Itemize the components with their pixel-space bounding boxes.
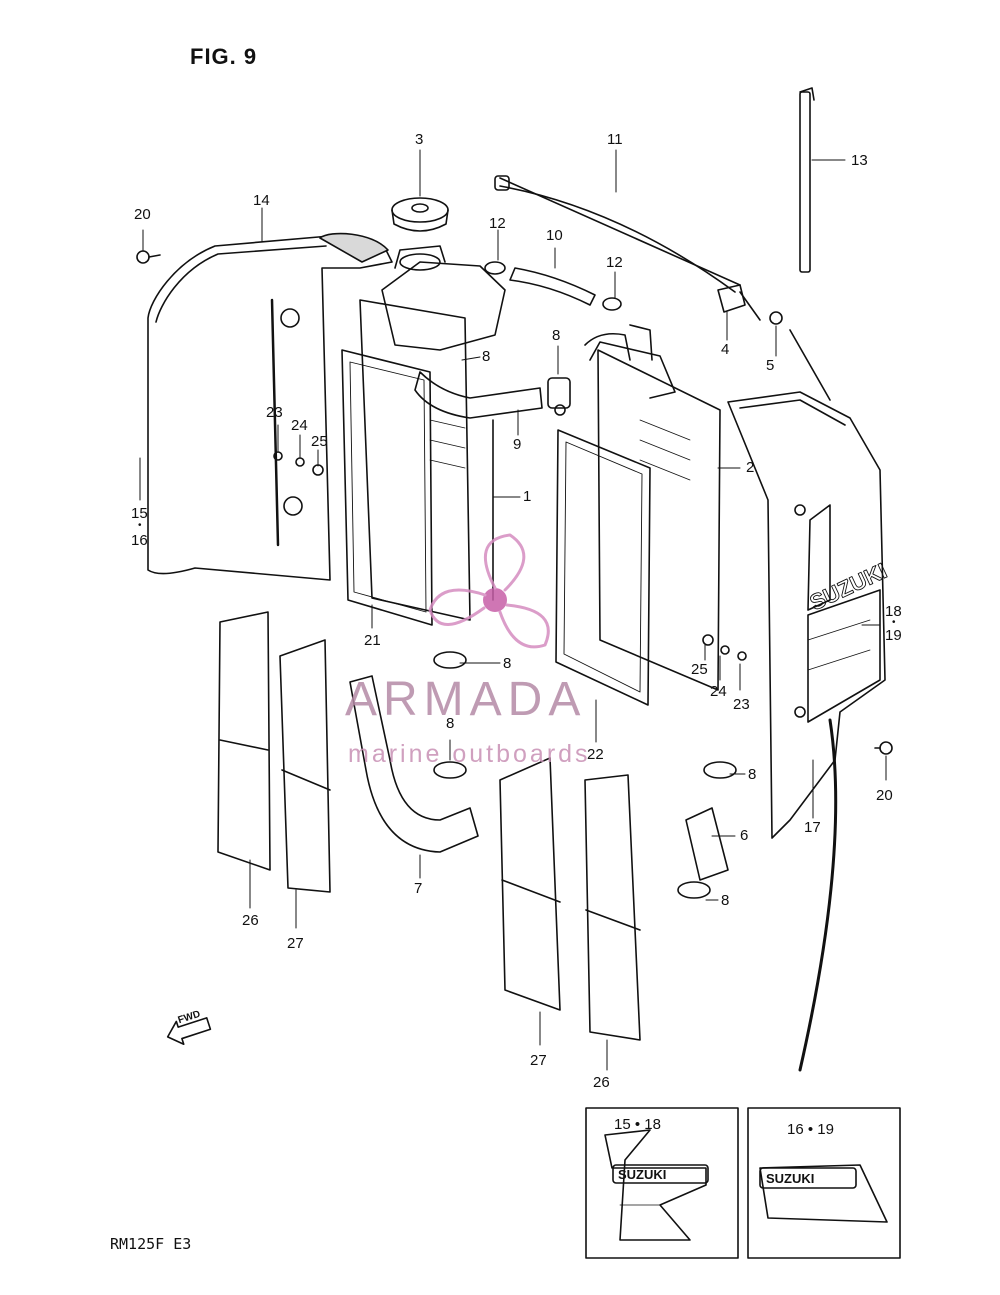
callout-8-right-lower: 8	[721, 892, 730, 909]
inset-left-suzuki: SUZUKI	[618, 1167, 667, 1182]
watermark-propeller-logo	[428, 533, 550, 649]
callout-24-right: 24	[710, 683, 727, 700]
callout-3: 3	[415, 131, 424, 148]
radiator-guards-left	[217, 611, 331, 893]
left-radiator	[341, 245, 506, 626]
radiator-guards-right	[499, 757, 641, 1041]
forward-arrow-icon	[166, 1017, 212, 1046]
callout-4: 4	[721, 341, 730, 358]
callout-8-top-left: 8	[482, 348, 491, 365]
callout-23-right: 23	[733, 696, 750, 713]
callout-27-right: 27	[530, 1052, 547, 1069]
callout-26-right: 26	[593, 1074, 610, 1091]
callout-18-19-dot: •	[892, 617, 896, 628]
figure-title: FIG. 9	[190, 44, 258, 69]
right-radiator	[555, 324, 721, 706]
callout-8-right-upper: 8	[748, 766, 757, 783]
lower-hoses	[349, 651, 737, 899]
callout-7: 7	[414, 880, 423, 897]
callout-8-lower: 8	[446, 715, 455, 732]
callout-25-right: 25	[691, 661, 708, 678]
callout-22: 22	[587, 746, 604, 763]
watermark-subtitle: marine outboards	[348, 740, 591, 768]
callout-5: 5	[766, 357, 775, 374]
callout-25-left: 25	[311, 433, 328, 450]
callout-18: 18	[885, 603, 902, 620]
callout-21: 21	[364, 632, 381, 649]
inset-right-label: 16 • 19	[787, 1121, 834, 1138]
callout-26-left: 26	[242, 912, 259, 929]
callout-24-left: 24	[291, 417, 308, 434]
callout-14: 14	[253, 192, 270, 209]
callout-17: 17	[804, 819, 821, 836]
upper-hose-left	[414, 371, 571, 419]
callout-2: 2	[746, 459, 755, 476]
shroud-suzuki-logo: SUZUKI	[806, 558, 891, 615]
callout-11: 11	[607, 131, 623, 148]
inset-decals	[585, 1107, 901, 1259]
callout-9: 9	[513, 436, 522, 453]
breather-hoses	[494, 175, 831, 401]
callout-8-center: 8	[552, 327, 561, 344]
callout-20-left: 20	[134, 206, 151, 223]
callout-19: 19	[885, 627, 902, 644]
callout-10: 10	[546, 227, 563, 244]
model-code: RM125F E3	[110, 1235, 192, 1253]
left-radiator-shroud	[147, 232, 393, 581]
radiator-cap	[391, 197, 449, 232]
inset-right-suzuki: SUZUKI	[766, 1171, 815, 1186]
callout-leaders	[139, 149, 887, 1071]
right-radiator-shroud: SUZUKI	[727, 391, 891, 1072]
inset-left-label: 15 • 18	[614, 1116, 661, 1133]
callout-12-left: 12	[489, 215, 506, 232]
callout-27-left: 27	[287, 935, 304, 952]
callout-6: 6	[740, 827, 749, 844]
callout-12-right: 12	[606, 254, 623, 271]
radiator-strap	[799, 87, 815, 273]
callout-15: 15	[131, 505, 148, 522]
callout-1: 1	[523, 488, 532, 505]
callout-20-right: 20	[876, 787, 893, 804]
callout-13: 13	[851, 152, 868, 169]
callout-16: 16	[131, 532, 148, 549]
watermark-brand: ARMADA	[345, 673, 587, 726]
callout-8-mid: 8	[503, 655, 512, 672]
callout-23-left: 23	[266, 404, 283, 421]
clamps-and-bolts	[484, 261, 783, 416]
callout-15-16-dot: •	[138, 520, 142, 531]
